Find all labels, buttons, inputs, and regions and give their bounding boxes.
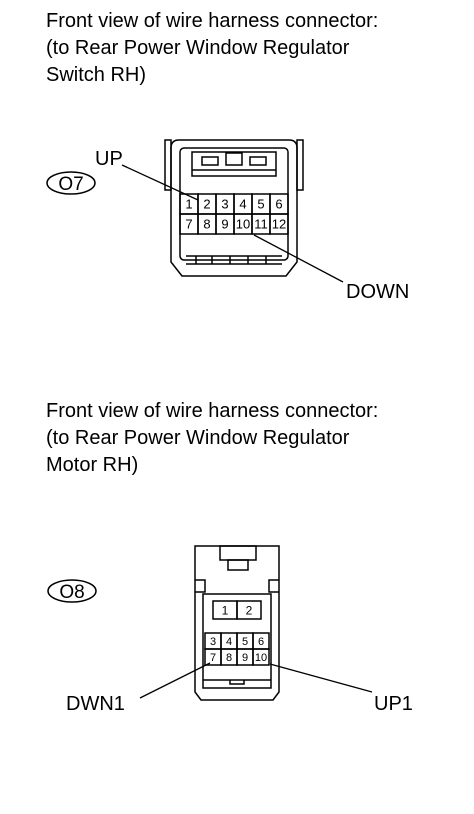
pin-number: 10 [236, 217, 250, 232]
pin-number: 2 [203, 197, 210, 212]
pin-number: 1 [185, 197, 192, 212]
pin-number: 10 [255, 652, 267, 664]
pin-number: 9 [242, 652, 248, 664]
pin-label-dwn1: DWN1 [66, 693, 125, 715]
pin-number: 8 [203, 217, 210, 232]
connector-code-label: O8 [59, 582, 84, 603]
leader-line-up [121, 164, 199, 201]
leader-line-down [253, 234, 344, 283]
connector-lock-tab [219, 545, 257, 561]
pin-number: 1 [222, 603, 229, 617]
connector-housing [170, 139, 298, 277]
connector-lock-tab [191, 151, 277, 177]
pin-number: 6 [258, 636, 264, 648]
pin-number: 7 [210, 652, 216, 664]
connector-shoulder [195, 579, 206, 593]
pin-cell [236, 600, 262, 620]
connector-latch [296, 139, 304, 191]
pin-number: 3 [210, 636, 216, 648]
caption-line: (to Rear Power Window Regulator [46, 427, 350, 449]
connector-code-label: O7 [58, 174, 83, 195]
pin-number: 5 [257, 197, 264, 212]
caption-line: (to Rear Power Window Regulator [46, 37, 350, 59]
connector-housing [194, 545, 280, 701]
pin-number: 5 [242, 636, 248, 648]
pin-label-down: DOWN [346, 281, 409, 303]
caption-line: Front view of wire harness connector: [46, 400, 379, 422]
caption-line: Switch RH) [46, 64, 147, 86]
connector-shoulder [268, 579, 279, 593]
pin-number: 8 [226, 652, 232, 664]
pin-number: 6 [275, 197, 282, 212]
caption-line: Motor RH) [46, 454, 139, 476]
pin-number: 11 [254, 217, 268, 232]
pin-number: 12 [272, 217, 286, 232]
pin-number: 3 [221, 197, 228, 212]
pin-number: 7 [185, 217, 192, 232]
connector-code-oval [46, 171, 96, 195]
pin-label-up1: UP1 [374, 693, 413, 715]
leader-line-dwn1 [139, 662, 211, 699]
pin-label-up: UP [95, 148, 123, 170]
connector-bottom-notch [203, 679, 271, 685]
connector-lock-slot [201, 156, 219, 166]
connector-lock-slot [225, 152, 243, 166]
pin-cell [269, 213, 289, 235]
pin-number: 4 [239, 197, 246, 212]
leader-line-up1 [269, 663, 373, 693]
connector-latch [164, 139, 172, 191]
caption-line: Front view of wire harness connector: [46, 10, 379, 32]
caption-connector-o8: Front view of wire harness connector: (t… [46, 398, 378, 479]
pin-number: 4 [226, 636, 232, 648]
connector-lock-slot [227, 559, 249, 571]
connector-inner-frame [202, 593, 272, 689]
caption-connector-o7: Front view of wire harness connector: (t… [46, 8, 378, 89]
pin-number: 2 [246, 603, 253, 617]
connector-code-oval [47, 579, 97, 603]
pin-number: 9 [221, 217, 228, 232]
connector-bottom-ribs [186, 255, 282, 265]
connector-lock-slot [249, 156, 267, 166]
pin-cell [252, 648, 270, 666]
